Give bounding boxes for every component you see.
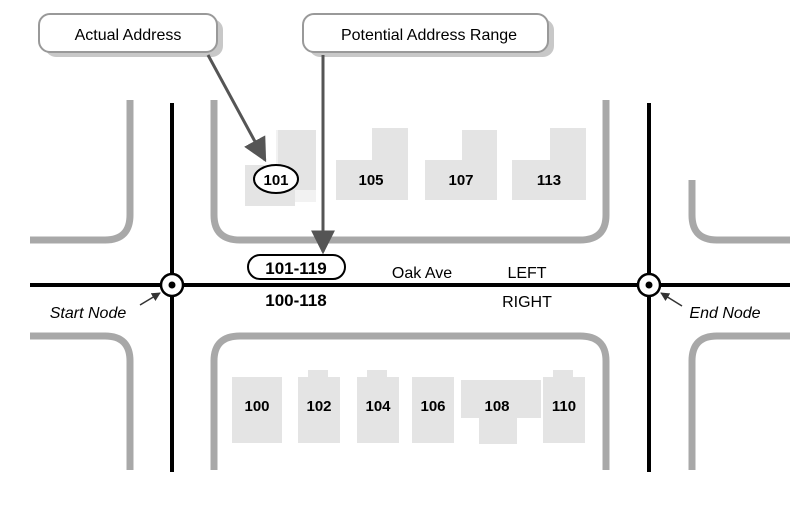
address-label-101: 101: [263, 172, 288, 189]
curb-top-middle: [210, 100, 610, 244]
address-label-106: 106: [420, 398, 445, 415]
street-name-label: Oak Ave: [392, 265, 452, 282]
actual-address-arrow: [206, 54, 267, 163]
building-100: [232, 377, 282, 443]
end-node-label: End Node: [689, 305, 760, 322]
street-network: [30, 103, 790, 472]
start-node-arrow: [139, 292, 161, 306]
curb-bottom-right: [688, 332, 790, 470]
address-label-105: 105: [358, 172, 383, 189]
address-label-100: 100: [244, 398, 269, 415]
callout-actual-address-text: Actual Address: [75, 27, 182, 44]
end-node-icon: [636, 272, 662, 298]
building-104: [357, 370, 399, 443]
left-range-highlight: [247, 254, 346, 280]
address-label-113: 113: [537, 172, 561, 189]
end-node-arrow: [660, 292, 683, 307]
address-label-110: 110: [552, 398, 576, 415]
buildings-north: [245, 128, 586, 206]
curb-bottom-left: [30, 332, 134, 470]
building-106: [412, 377, 454, 443]
building-108: [461, 380, 541, 444]
address-label-107: 107: [448, 172, 473, 189]
right-side-label: RIGHT: [502, 294, 552, 311]
callout-potential-address-range-text: Potential Address Range: [341, 27, 517, 44]
right-range-label: 100-118: [265, 291, 326, 310]
actual-address-highlight: [253, 164, 299, 194]
curbs: [30, 100, 790, 470]
left-side-label: LEFT: [507, 265, 546, 282]
building-102: [298, 370, 340, 443]
address-label-102: 102: [306, 398, 331, 415]
building-113: [512, 128, 586, 200]
callout-actual-address: Actual Address: [38, 13, 223, 57]
start-node-icon: [159, 272, 185, 298]
address-label-108: 108: [484, 398, 509, 415]
curb-top-right: [688, 180, 790, 244]
building-105: [336, 128, 408, 200]
building-107: [425, 130, 497, 200]
buildings-south: [232, 370, 585, 444]
callout-potential-address-range: Potential Address Range: [302, 13, 554, 57]
left-range-label: 101-119: [265, 259, 326, 278]
address-label-104: 104: [365, 398, 391, 415]
curb-bottom-middle: [210, 332, 610, 470]
building-110: [543, 370, 585, 443]
curb-top-left: [30, 100, 134, 244]
start-node-label: Start Node: [50, 305, 127, 322]
